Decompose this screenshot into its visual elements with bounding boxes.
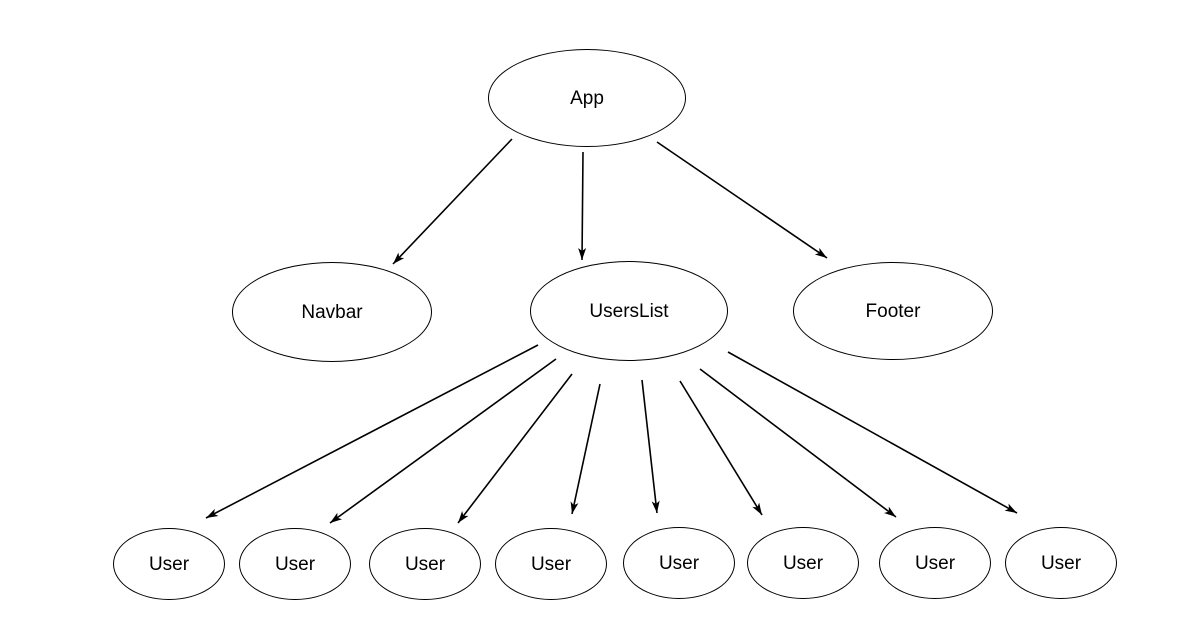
- node-app-label: App: [570, 87, 604, 109]
- node-navbar-label: Navbar: [301, 301, 363, 323]
- node-footer: Footer: [793, 262, 993, 360]
- node-user-6: User: [747, 527, 859, 599]
- node-user-5-label: User: [658, 552, 700, 574]
- edge-userslist-to-user-8: [727, 351, 1018, 514]
- node-user-1-label: User: [148, 553, 190, 575]
- edge-app-to-userslist: [578, 151, 587, 261]
- edge-app-to-navbar: [392, 138, 513, 265]
- node-user-7-label: User: [914, 552, 956, 574]
- edge-userslist-to-user-5: [641, 379, 660, 514]
- node-user-4: User: [495, 528, 607, 600]
- edge-userslist-to-user-2: [329, 358, 557, 524]
- node-user-8-label: User: [1040, 552, 1082, 574]
- node-user-8: User: [1005, 527, 1117, 599]
- node-navbar: Navbar: [232, 262, 432, 362]
- edge-app-to-footer: [656, 141, 828, 259]
- edge-userslist-to-user-4: [570, 383, 601, 515]
- edge-userslist-to-user-1: [205, 344, 539, 519]
- node-user-2-label: User: [274, 553, 316, 575]
- node-user-5: User: [623, 527, 735, 599]
- node-user-3: User: [369, 528, 481, 600]
- edge-userslist-to-user-7: [699, 368, 897, 518]
- node-user-1: User: [113, 528, 225, 600]
- edge-userslist-to-user-6: [679, 380, 763, 516]
- node-footer-label: Footer: [865, 300, 921, 322]
- node-user-4-label: User: [530, 553, 572, 575]
- node-userslist: UsersList: [530, 261, 728, 361]
- node-userslist-label: UsersList: [589, 300, 669, 322]
- node-app: App: [488, 49, 686, 147]
- edge-userslist-to-user-3: [457, 373, 573, 524]
- node-user-2: User: [239, 528, 351, 600]
- node-user-3-label: User: [404, 553, 446, 575]
- node-user-7: User: [879, 527, 991, 599]
- node-user-6-label: User: [782, 552, 824, 574]
- edges-layer: [205, 138, 1018, 524]
